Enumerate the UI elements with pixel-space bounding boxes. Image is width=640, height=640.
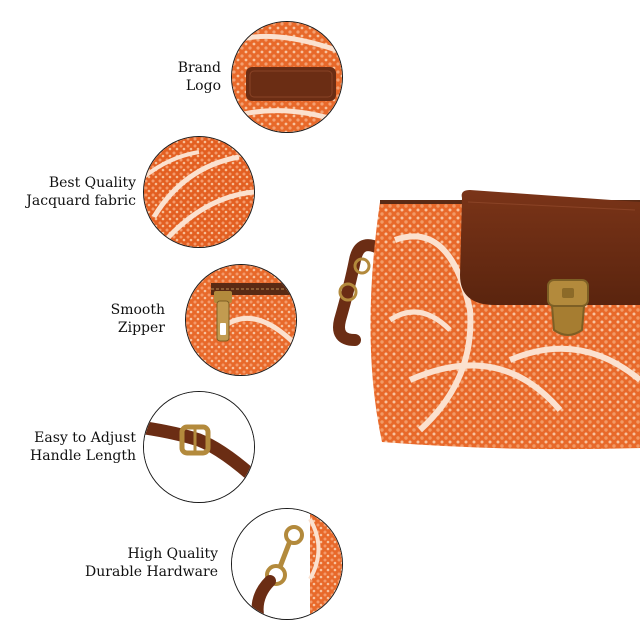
zipper-image <box>186 265 296 375</box>
feature-2-line1: Best Quality <box>48 175 136 191</box>
feature-label-adjustable-handle: Easy to Adjust Handle Length <box>30 429 136 465</box>
feature-4-line2: Handle Length <box>30 448 136 464</box>
brand-logo-image <box>232 22 342 132</box>
feature-1-line2: Logo <box>185 78 221 94</box>
feature-4-line1: Easy to Adjust <box>34 430 136 446</box>
strap-buckle-image <box>144 392 254 502</box>
feature-2-line2: Jacquard fabric <box>26 193 136 209</box>
feature-3-line2: Zipper <box>117 320 165 336</box>
feature-3-line1: Smooth <box>110 302 165 318</box>
feature-5-line2: Durable Hardware <box>85 564 218 580</box>
fabric-closeup <box>143 136 255 248</box>
feature-5-line1: High Quality <box>127 546 218 562</box>
clutch-bag-product-image <box>300 180 640 480</box>
clutch-bag-illustration <box>333 190 640 450</box>
feature-label-brand-logo: Brand Logo <box>178 59 221 95</box>
zipper-closeup <box>185 264 297 376</box>
feature-label-jacquard-fabric: Best Quality Jacquard fabric <box>26 174 136 210</box>
feature-label-smooth-zipper: Smooth Zipper <box>111 301 165 337</box>
feature-label-durable-hardware: High Quality Durable Hardware <box>85 545 218 581</box>
fabric-image <box>144 137 254 247</box>
feature-1-line1: Brand <box>177 60 221 76</box>
hardware-image <box>232 509 342 619</box>
strap-buckle-closeup <box>143 391 255 503</box>
hardware-closeup <box>231 508 343 620</box>
brand-logo-closeup <box>231 21 343 133</box>
